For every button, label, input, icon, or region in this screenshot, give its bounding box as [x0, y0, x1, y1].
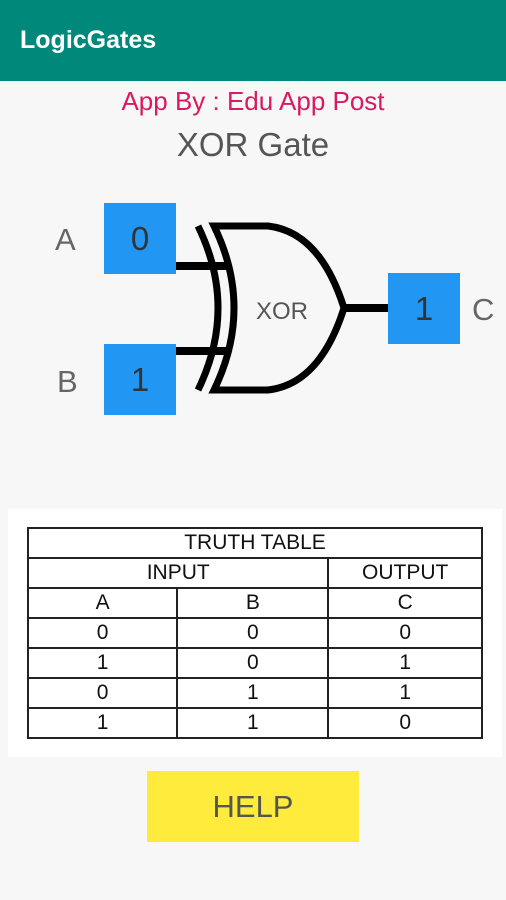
input-b-label: B — [57, 364, 78, 399]
table-row: 1 0 1 — [26, 647, 483, 679]
output-c-value: 1 — [388, 273, 460, 344]
help-button[interactable]: HELP — [147, 771, 359, 842]
table-cell: 1 — [26, 707, 179, 739]
gate-title: XOR Gate — [176, 126, 330, 163]
truth-table: TRUTH TABLE INPUT OUTPUT A B C 0 0 0 1 0… — [26, 527, 483, 739]
xor-gate-diagram: XOR — [174, 222, 390, 394]
input-a-toggle[interactable]: 0 — [104, 203, 176, 274]
column-header-c: C — [327, 587, 483, 619]
table-row: 0 1 1 — [26, 677, 483, 709]
table-cell: 0 — [176, 647, 330, 679]
credit-text: App By : Edu App Post — [121, 86, 385, 116]
table-row: 0 0 0 — [26, 617, 483, 649]
table-cell: 0 — [327, 707, 483, 739]
input-group-header: INPUT — [26, 557, 330, 589]
xor-input-arc — [194, 224, 222, 392]
table-row: 1 1 0 — [26, 707, 483, 739]
column-header-a: A — [26, 587, 179, 619]
output-c-label: C — [472, 292, 495, 327]
table-cell: 1 — [176, 677, 330, 709]
output-group-header: OUTPUT — [327, 557, 483, 589]
gate-body — [208, 222, 348, 394]
table-cell: 1 — [176, 707, 330, 739]
gate-symbol-label: XOR — [256, 298, 308, 325]
input-a-label: A — [55, 222, 76, 257]
table-cell: 1 — [26, 647, 179, 679]
table-cell: 1 — [327, 647, 483, 679]
table-cell: 0 — [26, 617, 179, 649]
input-b-toggle[interactable]: 1 — [104, 344, 176, 415]
table-cell: 0 — [327, 617, 483, 649]
truth-table-card: TRUTH TABLE INPUT OUTPUT A B C 0 0 0 1 0… — [8, 509, 502, 757]
table-cell: 1 — [327, 677, 483, 709]
table-cell: 0 — [26, 677, 179, 709]
column-header-b: B — [176, 587, 330, 619]
truth-table-title: TRUTH TABLE — [27, 527, 483, 559]
table-cell: 0 — [176, 617, 330, 649]
app-bar: LogicGates — [0, 0, 506, 81]
app-title: LogicGates — [20, 26, 157, 54]
